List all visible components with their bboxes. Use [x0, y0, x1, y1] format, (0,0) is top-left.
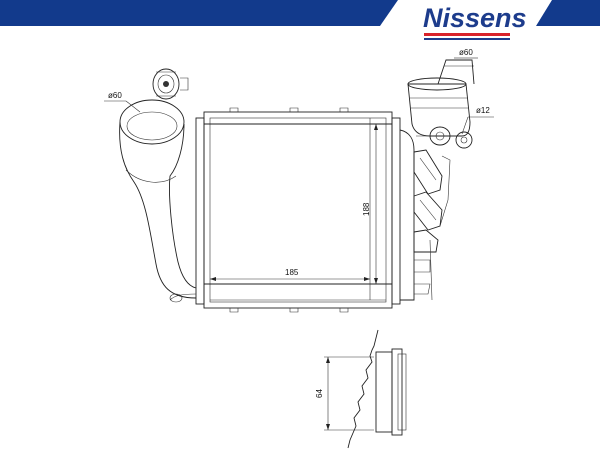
logo-stripe-blue: [424, 38, 510, 40]
brand-logo-text: Nissens: [423, 3, 527, 33]
outlet-diameter-callout: ø60: [454, 48, 478, 59]
inlet-sensor-boss: [152, 68, 189, 100]
width-dimension-label: 185: [285, 268, 299, 277]
inlet-diameter-callout: ø60: [104, 91, 141, 113]
intercooler-core: [195, 107, 401, 313]
brand-logo: Nissens: [423, 3, 527, 40]
height-dimension-label: 188: [362, 202, 371, 216]
depth-dimension-label: 64: [315, 389, 324, 398]
header-banner-left: [0, 0, 398, 26]
side-view: 64: [315, 329, 407, 449]
inlet-pipe: [119, 99, 197, 303]
outlet-pipe: [399, 59, 475, 301]
sensor-diameter-label: ø12: [476, 106, 490, 115]
sensor-diameter-callout: ø12: [461, 106, 494, 135]
outlet-diameter-label: ø60: [459, 48, 473, 57]
mounting-brackets: [413, 149, 451, 301]
outlet-sensor-mounts: [416, 126, 473, 149]
width-dimension: 185: [210, 268, 370, 281]
inlet-diameter-label: ø60: [108, 91, 122, 100]
logo-stripe-red: [424, 33, 510, 36]
height-dimension: 188: [362, 124, 378, 284]
header-banner-right: [536, 0, 600, 26]
